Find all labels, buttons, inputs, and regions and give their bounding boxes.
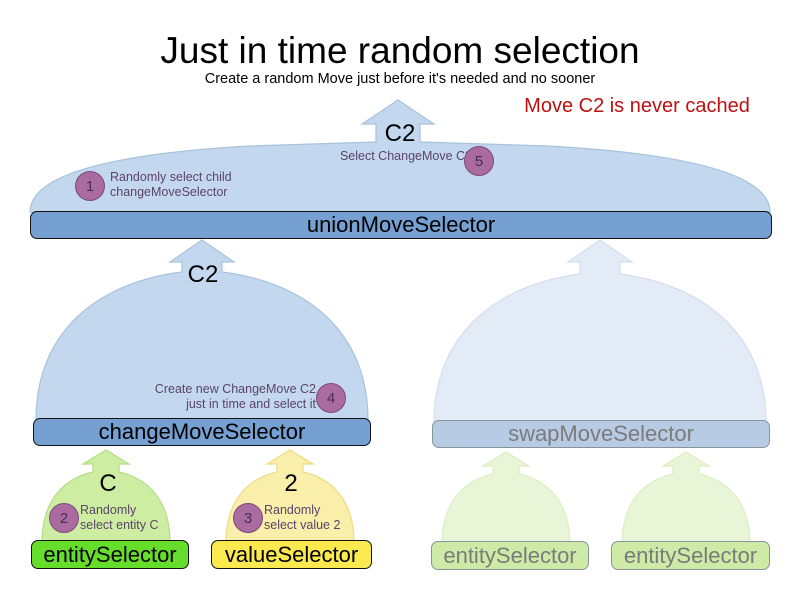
page-subtitle: Create a random Move just before it's ne… <box>204 71 596 87</box>
step-2-text: Randomly select entity C <box>80 503 159 532</box>
step-1-badge: 1 <box>75 171 105 201</box>
node-entity-selector-change[interactable]: entitySelector <box>31 540 189 569</box>
arrow-label-change-out: C2 <box>187 261 219 288</box>
page-title: Just in time random selection <box>160 30 640 71</box>
warning-note: Move C2 is never cached <box>0 95 800 118</box>
step-3-text: Randomly select value 2 <box>264 503 341 532</box>
arrow-union-to-top <box>29 99 771 213</box>
arrow-entity-swap-2-to-swap <box>621 451 751 546</box>
arrow-label-value-out: 2 <box>284 470 298 497</box>
arrow-label-union-out: C2 <box>384 120 416 147</box>
warning-note-text: Move C2 is never cached <box>524 95 750 117</box>
step-4-badge: 4 <box>316 383 346 413</box>
node-change-move-selector[interactable]: changeMoveSelector <box>33 418 371 446</box>
node-entity-selector-swap-2[interactable]: entitySelector <box>611 541 770 570</box>
step-1-text: Randomly select child changeMoveSelector <box>110 170 232 199</box>
node-entity-selector-swap-1[interactable]: entitySelector <box>431 541 589 570</box>
node-swap-move-selector[interactable]: swapMoveSelector <box>432 420 770 448</box>
arrow-change-to-union <box>35 239 369 421</box>
step-5-badge: 5 <box>464 146 494 176</box>
step-5-text: Select ChangeMove C2 <box>339 149 472 163</box>
step-3-badge: 3 <box>233 503 263 533</box>
step-2-badge: 2 <box>49 503 79 533</box>
arrow-entity-swap-1-to-swap <box>441 451 571 546</box>
node-union-move-selector[interactable]: unionMoveSelector <box>30 211 772 239</box>
arrow-label-entity-out: C <box>99 470 117 497</box>
step-4-text: Create new ChangeMove C2 just in time an… <box>154 382 316 411</box>
node-value-selector-change[interactable]: valueSelector <box>211 540 372 569</box>
arrow-swap-to-union <box>433 239 767 423</box>
